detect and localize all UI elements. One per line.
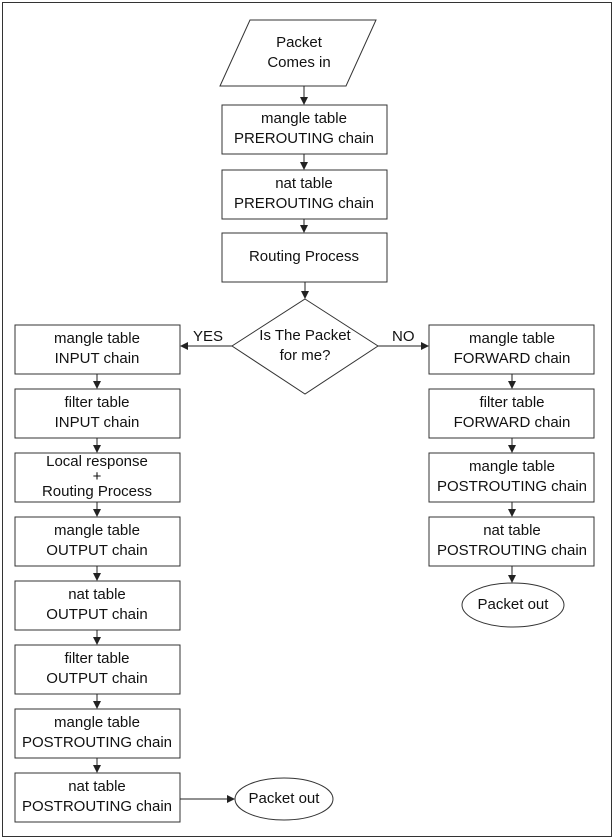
text-line: mangle table <box>54 714 140 731</box>
text-line: nat table <box>275 175 333 192</box>
text-line: nat table <box>68 586 126 603</box>
text-line: mangle table <box>469 330 555 347</box>
text-line: Packet out <box>478 596 550 613</box>
text-line: Routing Process <box>249 248 359 265</box>
text-line: Routing Process <box>42 483 152 500</box>
routing-process-label: Routing Process <box>249 248 359 265</box>
text-line: OUTPUT chain <box>46 542 147 559</box>
text-line: nat table <box>68 778 126 795</box>
packet-out-right-ellipse <box>461 582 565 628</box>
nat-postrouting-right-box <box>428 516 595 567</box>
text-line: OUTPUT chain <box>46 606 147 623</box>
text-line: FORWARD chain <box>454 414 571 431</box>
text-line: INPUT chain <box>55 414 140 431</box>
text-line: Comes in <box>267 54 330 71</box>
local-response-box <box>14 452 181 503</box>
text-line: + <box>93 468 102 485</box>
text-line: for me? <box>280 347 331 364</box>
text-line: Packet out <box>249 790 321 807</box>
text-line: OUTPUT chain <box>46 670 147 687</box>
text-line: mangle table <box>54 522 140 539</box>
packet-out-left-ellipse <box>234 777 334 821</box>
mangle-output-box <box>14 516 181 567</box>
mangle-prerouting-box <box>221 104 388 155</box>
filter-input-box <box>14 388 181 439</box>
no-label: NO <box>392 328 415 345</box>
text-line: filter table <box>64 394 129 411</box>
text-line: mangle table <box>261 110 347 127</box>
nat-postrouting-left-box <box>14 772 181 823</box>
routing-process-box <box>221 232 388 283</box>
text-line: mangle table <box>54 330 140 347</box>
text-line: POSTROUTING chain <box>22 798 172 815</box>
text-line: filter table <box>64 650 129 667</box>
text-line: INPUT chain <box>55 350 140 367</box>
start-parallelogram <box>219 19 377 87</box>
packet-out-left-label: Packet out <box>249 790 321 807</box>
mangle-forward-box <box>428 324 595 375</box>
nat-output-box <box>14 580 181 631</box>
text-line: filter table <box>479 394 544 411</box>
local-response-label: Local response+Routing Process <box>42 453 152 500</box>
text-line: nat table <box>483 522 541 539</box>
text-line: Is The Packet <box>259 327 351 344</box>
decision-label: Is The Packet for me? <box>259 327 351 364</box>
text-line: mangle table <box>469 458 555 475</box>
text-line: PREROUTING chain <box>234 195 374 212</box>
text-line: POSTROUTING chain <box>437 478 587 495</box>
text-line: FORWARD chain <box>454 350 571 367</box>
packet-out-right-label: Packet out <box>478 596 550 613</box>
mangle-postrouting-left-box <box>14 708 181 759</box>
text-line: POSTROUTING chain <box>22 734 172 751</box>
text-line: POSTROUTING chain <box>437 542 587 559</box>
decision-diamond <box>231 298 379 395</box>
filter-output-box <box>14 644 181 695</box>
yes-label: YES <box>193 328 223 345</box>
nat-prerouting-box <box>221 169 388 220</box>
text-line: Packet <box>276 34 323 51</box>
text-line: PREROUTING chain <box>234 130 374 147</box>
text-line: Local response <box>46 453 148 470</box>
